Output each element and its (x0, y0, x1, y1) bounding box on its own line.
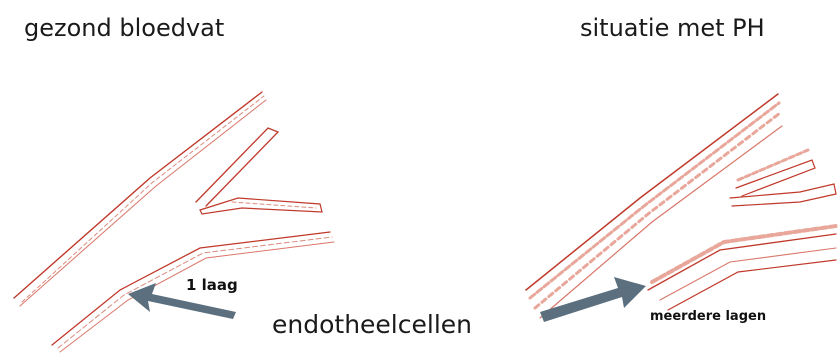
healthy-upper-wall-outer (14, 92, 262, 298)
arrow-multiple-layers (540, 277, 646, 322)
ph-upper-wall-inner (540, 126, 782, 318)
ph-lower-wall-base (668, 260, 836, 310)
ph-lower-wall-outer (648, 234, 836, 290)
endothelial-cells-label: endotheelcellen (272, 310, 472, 339)
one-layer-label: 1 laag (186, 276, 238, 294)
healthy-branch-lower (200, 198, 322, 214)
healthy-upper-cell-layer (22, 96, 264, 302)
ph-upper-cells-1 (530, 103, 779, 298)
ph-lower-wall-inner (660, 248, 836, 300)
ph-lower-cells (652, 226, 836, 282)
multiple-layers-label: meerdere lagen (650, 309, 766, 324)
ph-vessel (526, 94, 836, 318)
